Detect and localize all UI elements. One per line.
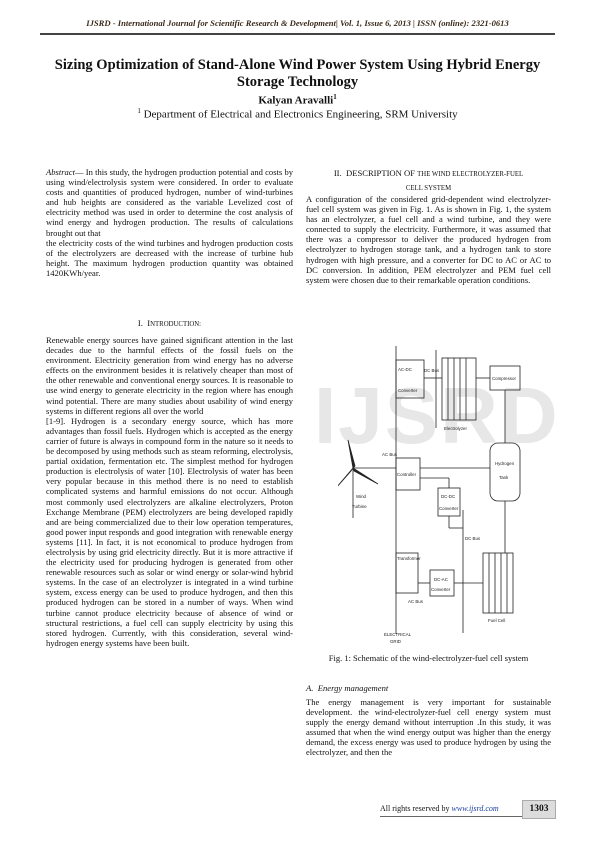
page-number: 1303: [522, 800, 556, 819]
intro-p2: [1-9]. Hydrogen is a secondary energy so…: [46, 415, 293, 648]
footer-url[interactable]: www.ijsrd.com: [451, 804, 499, 813]
author-sup: 1: [333, 93, 337, 101]
label-converter-mid: Converter: [439, 506, 459, 511]
section-title-small-1: THE WIND ELECTROLYZER-FUEL: [417, 171, 524, 178]
label-dcdc: DC-DC: [441, 494, 455, 499]
label-converter-top: Converter: [398, 388, 418, 393]
label-controller: Controller: [397, 472, 417, 477]
hydrogen-tank: [489, 442, 521, 502]
description-p1: A configuration of the considered grid-d…: [306, 194, 551, 285]
label-acbus-low: AC Bus: [408, 599, 424, 604]
electrolyzer-box: [441, 357, 477, 421]
turbine-blade: [347, 439, 356, 469]
label-grid-1: ELECTRICAL: [384, 632, 412, 637]
subsection-label: A.: [306, 683, 314, 693]
subsection-heading-energy-management: A. Energy management: [306, 683, 551, 693]
section-heading-introduction: I. INTRODUCTION:: [46, 318, 293, 328]
abstract-dash: —: [74, 167, 86, 177]
abstract-p2: the electricity costs of the wind turbin…: [46, 237, 293, 278]
abstract-label: Abstract: [46, 167, 75, 177]
acdc-converter-box: [395, 359, 425, 399]
dcdc-converter-box: [437, 487, 461, 517]
introduction-body: Renewable energy sources have gained sig…: [46, 335, 293, 648]
section-number: I.: [137, 318, 143, 328]
intro-p1: Renewable energy sources have gained sig…: [46, 335, 293, 416]
section-title-small-2: CELL SYSTEM: [405, 185, 452, 192]
footer-rule: [380, 816, 522, 817]
label-turbine: Turbine: [352, 504, 367, 509]
footer-rights: All rights reserved by www.ijsrd.com: [380, 804, 499, 813]
system-schematic-figure: AC-DC Converter DC Bus Compressor Electr…: [338, 346, 521, 644]
affiliation-sup: 1: [137, 107, 141, 115]
label-compressor: Compressor: [492, 376, 516, 381]
label-fuelcell: Fuel Cell: [488, 618, 505, 623]
section-title-big: DESCRIPTION OF: [345, 168, 415, 178]
dcac-converter-box: [429, 569, 455, 597]
transformer-box: [395, 552, 419, 594]
abstract: Abstract— In this study, the hydrogen pr…: [46, 167, 293, 278]
label-transformer: Transformer: [397, 556, 421, 561]
turbine-blade: [338, 467, 354, 487]
journal-header: IJSRD - International Journal for Scient…: [86, 18, 509, 28]
paper-title: Sizing Optimization of Stand-Alone Wind …: [54, 57, 541, 90]
label-grid-2: GRID: [390, 639, 401, 644]
label-wind: Wind: [356, 494, 367, 499]
energy-management-body: The energy management is very important …: [306, 697, 551, 758]
header-rule: [40, 33, 555, 35]
label-electrolyzer: Electrolyzer: [444, 426, 467, 431]
subsection-title: Energy management: [317, 683, 389, 693]
controller-box: [395, 457, 421, 491]
label-dcac: DC-AC: [434, 577, 448, 582]
fuel-cell-box: [482, 552, 514, 614]
description-body: A configuration of the considered grid-d…: [306, 194, 551, 285]
turbine-blade: [352, 467, 379, 485]
abstract-text-1: In this study, the hydrogen production p…: [46, 167, 293, 238]
section-initial: I: [147, 318, 151, 328]
label-acbus-mid: AC Bus: [382, 452, 398, 457]
footer-text: All rights reserved by: [380, 804, 452, 813]
energy-management-p1: The energy management is very important …: [306, 697, 551, 758]
figure-caption: Fig. 1: Schematic of the wind-electrolyz…: [328, 653, 529, 663]
label-dcbus-top: DC Bus: [424, 368, 440, 373]
section-number: II.: [333, 168, 342, 178]
affiliation: 1 Department of Electrical and Electroni…: [40, 107, 555, 121]
label-tank: Tank: [499, 475, 509, 480]
section-heading-description: II. DESCRIPTION OF THE WIND ELECTROLYZER…: [306, 167, 551, 195]
label-acdc: AC-DC: [398, 367, 412, 372]
abstract-p1: Abstract— In this study, the hydrogen pr…: [46, 167, 293, 238]
section-title-rest: NTRODUCTION:: [150, 321, 202, 328]
label-converter-low: Converter: [431, 587, 451, 592]
label-hydrogen: Hydrogen: [495, 461, 515, 466]
label-dcbus-mid: DC Bus: [465, 536, 481, 541]
affiliation-text: Department of Electrical and Electronics…: [140, 108, 458, 121]
author-name: Kalyan Aravalli: [258, 94, 334, 107]
author-line: Kalyan Aravalli1: [40, 93, 555, 107]
